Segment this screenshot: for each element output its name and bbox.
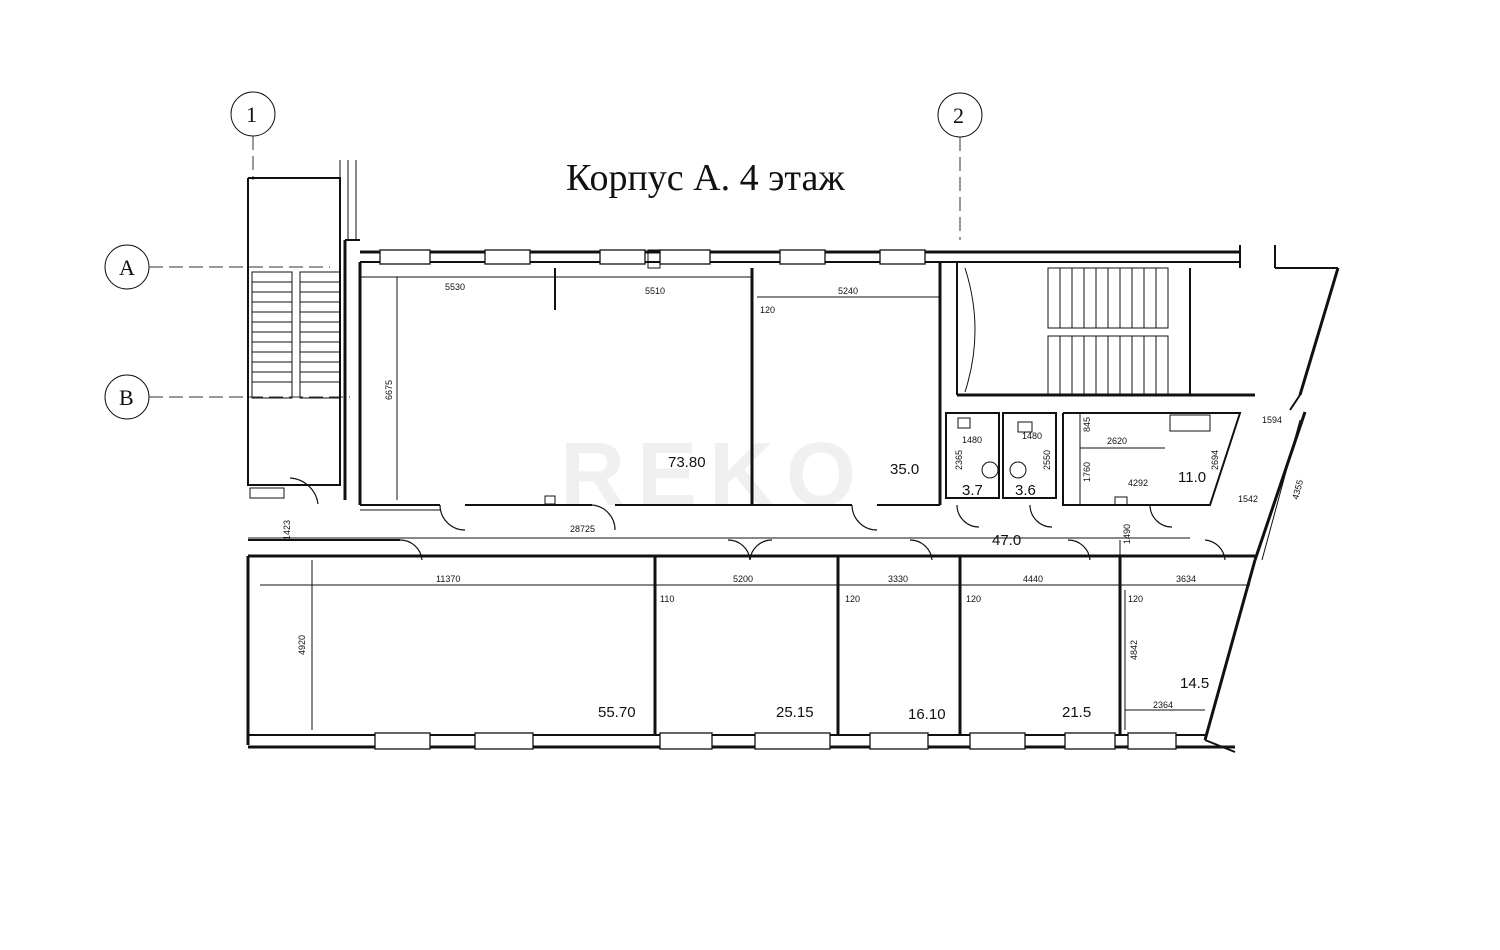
- dimension-label: 120: [1128, 594, 1143, 604]
- window: [659, 732, 713, 750]
- dimension-label: 1423: [282, 520, 292, 540]
- window: [374, 732, 431, 750]
- dimension-label: 4842: [1129, 640, 1139, 660]
- room-area-label: 14.5: [1180, 675, 1209, 692]
- dimension-label: 1542: [1238, 494, 1258, 504]
- plan-title: Корпус А. 4 этаж: [566, 157, 845, 199]
- svg-text:А: А: [119, 255, 135, 280]
- dimension-label: 845: [1082, 417, 1092, 432]
- room-area-label: 73.80: [668, 454, 706, 471]
- axis-marker-1: 1: [230, 91, 276, 180]
- dimension-label: 4440: [1023, 574, 1043, 584]
- room-55-70: 55.70: [246, 556, 657, 745]
- watermark: REKO: [560, 425, 868, 525]
- room-area-label: 3.6: [1015, 482, 1036, 499]
- room-area-label: 16.10: [908, 706, 946, 723]
- room-area-label: 25.15: [776, 704, 814, 721]
- stair-left: [247, 160, 357, 505]
- window: [1127, 732, 1177, 750]
- south-facade: [248, 732, 1235, 750]
- dimension-label: 6675: [384, 380, 394, 400]
- room-11-0: 11.0: [1062, 412, 1242, 528]
- window: [879, 249, 926, 265]
- dimension-label: 2620: [1107, 436, 1127, 446]
- window: [869, 732, 929, 750]
- dimension-label: 2694: [1210, 450, 1220, 470]
- dimension-label: 3634: [1176, 574, 1196, 584]
- window: [969, 732, 1026, 750]
- room-area-label: 55.70: [598, 704, 636, 721]
- dimension-label: 11370: [436, 574, 460, 584]
- svg-text:2: 2: [953, 103, 964, 128]
- dimension-label: 5510: [645, 286, 665, 296]
- dimension-label: 1480: [1022, 431, 1042, 441]
- dimension-label: 110: [660, 594, 674, 604]
- window: [484, 249, 531, 265]
- svg-text:1: 1: [246, 102, 257, 127]
- dimension-label: 120: [760, 305, 775, 315]
- dimension-label: 1490: [1122, 524, 1132, 544]
- window: [599, 249, 646, 265]
- room-21-5: 21.5: [1062, 556, 1122, 735]
- window: [754, 732, 831, 750]
- dimension-label: 120: [966, 594, 981, 604]
- dimension-label: 5530: [445, 282, 465, 292]
- dimension-label: 1760: [1082, 462, 1092, 482]
- dimension-label: 3330: [888, 574, 908, 584]
- dimension-label: 2364: [1153, 700, 1173, 710]
- room-14-5: 14.5: [1180, 675, 1209, 692]
- room-16-10: 16.10: [908, 556, 962, 735]
- window: [474, 732, 534, 750]
- dimension-label: 1480: [962, 435, 982, 445]
- window: [779, 249, 826, 265]
- room-25-15: 25.15: [776, 556, 840, 735]
- window: [1064, 732, 1116, 750]
- dimension-label: 4920: [297, 635, 307, 655]
- corridor-area-label: 47.0: [992, 532, 1021, 549]
- room-area-label: 35.0: [890, 461, 919, 478]
- room-73-80: 73.80: [358, 262, 752, 531]
- room-area-label: 11.0: [1178, 469, 1206, 486]
- axis-marker-b: В: [104, 374, 350, 420]
- dimension-label: 120: [845, 594, 860, 604]
- stair-right: [956, 262, 1255, 397]
- wc-room-1: 3.7: [945, 412, 1000, 499]
- dimension-label: 1594: [1262, 415, 1282, 425]
- dimension-label: 5240: [838, 286, 858, 296]
- dimension-label: 4292: [1128, 478, 1148, 488]
- dimension-lines: [248, 276, 1301, 730]
- dimension-labels: 5530 5510 5240 120 6675 1480 1480 2365 2…: [282, 282, 1305, 710]
- window: [379, 249, 431, 265]
- dimension-label: 4355: [1290, 479, 1305, 501]
- dimension-label: 5200: [733, 574, 753, 584]
- wc-room-2: 3.6: [1002, 412, 1057, 499]
- axis-marker-2: 2: [937, 92, 983, 240]
- dimension-label: 2365: [954, 450, 964, 470]
- room-35-0: 35.0: [752, 262, 942, 531]
- north-facade: [343, 239, 1338, 500]
- axis-marker-a: А: [104, 244, 330, 290]
- svg-text:В: В: [119, 385, 134, 410]
- dimension-label: 2550: [1042, 450, 1052, 470]
- dimension-label: 28725: [570, 524, 595, 534]
- room-area-label: 21.5: [1062, 704, 1091, 721]
- window: [659, 249, 711, 265]
- room-area-label: 3.7: [962, 482, 983, 499]
- east-facade: [1203, 267, 1340, 753]
- corridor: 47.0: [248, 504, 1255, 561]
